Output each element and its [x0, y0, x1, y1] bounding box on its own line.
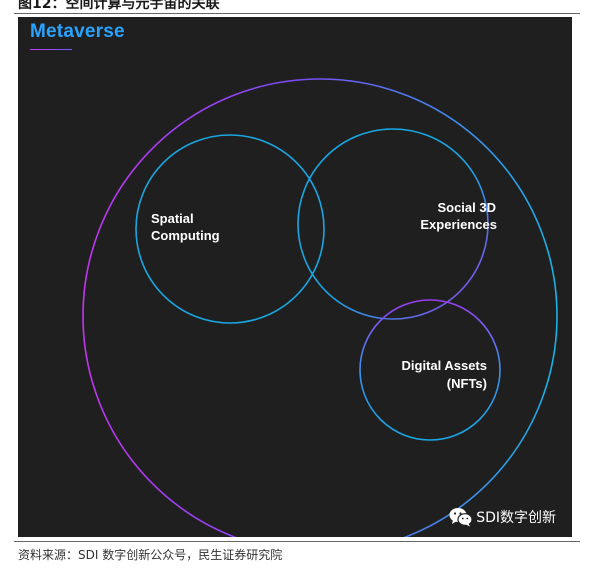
source-note: 资料来源：SDI 数字创新公众号，民生证券研究院 — [18, 548, 283, 562]
outer-metaverse-ring — [82, 78, 558, 537]
spatial-computing-circle — [135, 134, 325, 324]
heading-underline — [30, 49, 72, 50]
venn-diagram — [82, 78, 558, 537]
spatial-computing-label: Spatial — [151, 211, 194, 226]
social-3d-circle — [297, 128, 489, 320]
digital-assets-label-line2: (NFTs) — [446, 376, 487, 391]
digital-assets-label: Digital Assets — [401, 358, 488, 373]
social-3d-label: Social 3D — [437, 200, 496, 215]
wechat-icon — [449, 508, 473, 527]
title-divider — [14, 13, 580, 14]
panel-heading: Metaverse — [30, 21, 125, 42]
metaverse-diagram-panel: Metaverse — [18, 17, 572, 537]
watermark-text: SDI数字创新 — [476, 510, 556, 526]
digital-assets-circle — [359, 299, 501, 441]
watermark: SDI数字创新 — [449, 507, 556, 527]
figure-title: 图12：空间计算与元宇宙的关联 — [18, 0, 220, 12]
social-3d-label-line2: Experiences — [420, 217, 497, 232]
source-divider — [14, 541, 580, 542]
spatial-computing-label-line2: Computing — [151, 228, 220, 243]
